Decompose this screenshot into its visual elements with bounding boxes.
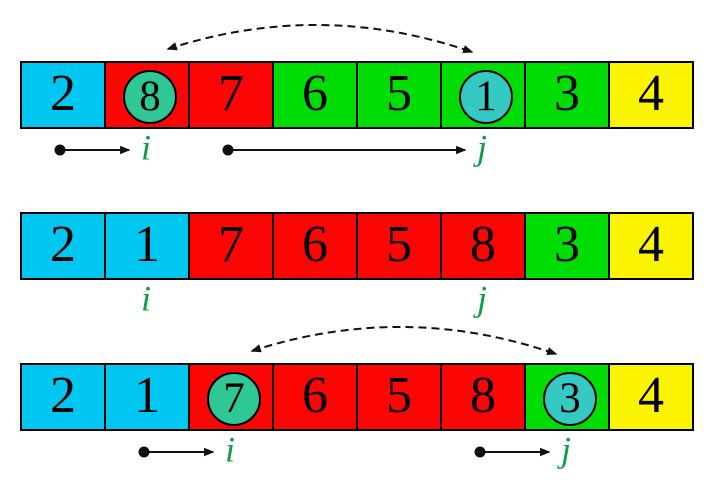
array-cell: 3 <box>524 61 610 129</box>
array-cell: 5 <box>356 363 442 431</box>
array-cell: 1 <box>440 61 526 129</box>
array-cell: 7 <box>188 363 274 431</box>
cell-value: 3 <box>554 65 580 122</box>
array-cell: 2 <box>20 61 106 129</box>
cell-value: 3 <box>559 374 581 422</box>
array-cell: 4 <box>608 61 694 129</box>
pointer-label-i: i <box>140 278 152 319</box>
highlight-circle: 1 <box>459 70 513 124</box>
cell-value: 7 <box>218 65 244 122</box>
pointer-arrow-dot <box>138 446 150 458</box>
array-cell: 4 <box>608 212 694 280</box>
pointer-label-i: i <box>140 127 152 168</box>
array-cell: 5 <box>356 61 442 129</box>
array-cell: 6 <box>272 61 358 129</box>
cell-value: 5 <box>386 216 412 273</box>
array-cell: 2 <box>20 363 106 431</box>
cell-value: 6 <box>302 65 328 122</box>
array-cell: 7 <box>188 61 274 129</box>
pointer-arrow-dot <box>474 446 486 458</box>
pointer-label-j: j <box>476 127 488 168</box>
cell-value: 4 <box>638 65 664 122</box>
cell-value: 2 <box>50 367 76 424</box>
cell-value: 6 <box>302 216 328 273</box>
array-cell: 4 <box>608 363 694 431</box>
array-cell: 8 <box>440 363 526 431</box>
cell-value: 6 <box>302 367 328 424</box>
pointer-label-i: i <box>224 429 236 470</box>
pointer-label-j: j <box>476 278 488 319</box>
array-cell: 1 <box>104 363 190 431</box>
array-cell: 6 <box>272 212 358 280</box>
array-cell: 8 <box>440 212 526 280</box>
cell-value: 4 <box>638 216 664 273</box>
pointer-label-j: j <box>560 429 572 470</box>
cell-value: 5 <box>386 367 412 424</box>
cell-value: 7 <box>223 374 245 422</box>
array-cell: 8 <box>104 61 190 129</box>
cell-value: 1 <box>134 367 160 424</box>
cell-value: 4 <box>638 367 664 424</box>
cell-value: 3 <box>554 216 580 273</box>
array-cell: 3 <box>524 212 610 280</box>
pointer-arrow-dot <box>54 144 66 156</box>
cell-value: 1 <box>134 216 160 273</box>
array-cell: 2 <box>20 212 106 280</box>
swap-arc <box>250 326 558 356</box>
cell-value: 1 <box>475 72 497 120</box>
array-cell: 7 <box>188 212 274 280</box>
array-cell: 5 <box>356 212 442 280</box>
cell-value: 2 <box>50 216 76 273</box>
highlight-circle: 8 <box>123 70 177 124</box>
cell-value: 8 <box>470 367 496 424</box>
cell-value: 2 <box>50 65 76 122</box>
cell-value: 8 <box>139 72 161 120</box>
cell-value: 8 <box>470 216 496 273</box>
cell-value: 7 <box>218 216 244 273</box>
array-cell: 1 <box>104 212 190 280</box>
pointer-arrow-dot <box>222 144 234 156</box>
cell-value: 5 <box>386 65 412 122</box>
swap-arc <box>166 24 474 54</box>
highlight-circle: 3 <box>543 372 597 426</box>
array-cell: 3 <box>524 363 610 431</box>
array-cell: 6 <box>272 363 358 431</box>
highlight-circle: 7 <box>207 372 261 426</box>
